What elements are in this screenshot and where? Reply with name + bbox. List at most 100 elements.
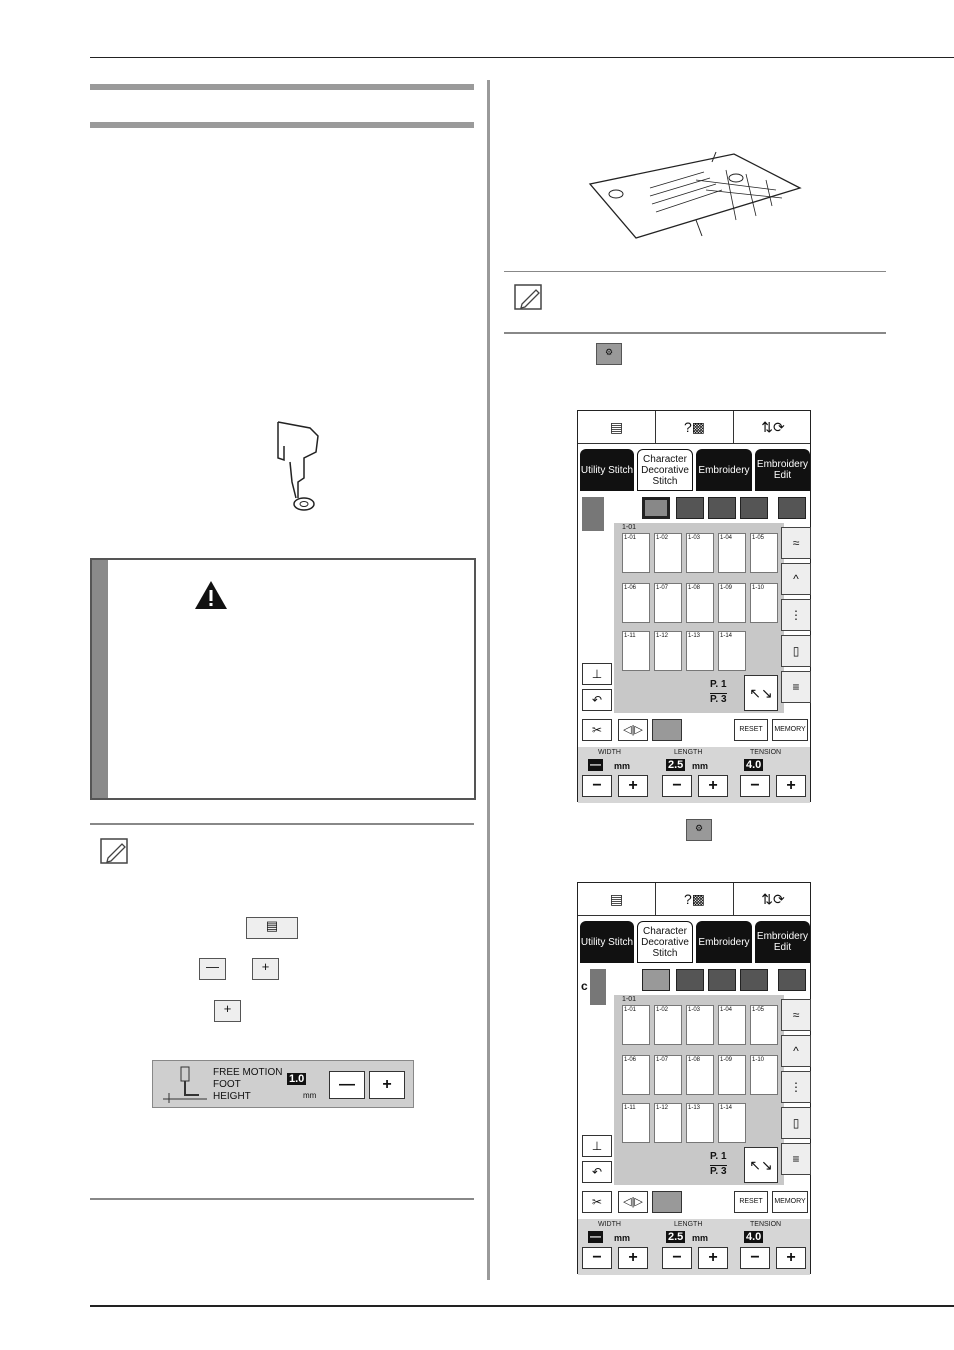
lock-icon[interactable] xyxy=(676,497,704,519)
side-stitch-button[interactable]: ≡ xyxy=(781,671,811,703)
mirror-button[interactable]: ◁|▷ xyxy=(618,1191,648,1213)
settings-icon[interactable] xyxy=(778,497,806,519)
side-stitch-button[interactable]: ▯ xyxy=(781,635,811,667)
page-icon[interactable]: ▤ xyxy=(246,917,298,939)
stitch-button[interactable]: 1-01 xyxy=(622,1005,650,1045)
free-motion-value: 1.0 xyxy=(287,1073,307,1085)
stitch-button[interactable]: 1-09 xyxy=(718,1055,746,1095)
presser-foot-icon[interactable]: ⚙ xyxy=(596,343,622,365)
plus-icon[interactable]: + xyxy=(214,1000,241,1022)
width-plus-button[interactable]: + xyxy=(618,775,648,797)
page-arrow-button[interactable]: ↖↘ xyxy=(744,675,778,711)
scissors-icon[interactable]: ✂ xyxy=(582,1191,612,1213)
lock-icon[interactable] xyxy=(676,969,704,991)
needle-position-button[interactable]: ⊥ xyxy=(582,663,612,685)
reset-button[interactable]: RESET xyxy=(734,1191,768,1213)
minus-icon[interactable]: — xyxy=(199,958,226,980)
stitch-button[interactable]: 1-14 xyxy=(718,631,746,671)
twin-needle-button[interactable] xyxy=(652,719,682,741)
bobbin-icon[interactable] xyxy=(740,497,768,519)
side-stitch-button[interactable]: ⋮ xyxy=(781,1071,811,1103)
side-stitch-button[interactable]: ≈ xyxy=(781,999,811,1031)
tab-utility-stitch[interactable]: Utility Stitch xyxy=(580,921,634,963)
stitch-button[interactable]: 1-11 xyxy=(622,631,650,671)
memory-button[interactable]: MEMORY xyxy=(772,1191,808,1213)
tab-embroidery[interactable]: Embroidery xyxy=(696,921,752,963)
needle-position-button[interactable]: ⊥ xyxy=(582,1135,612,1157)
presser-foot-icon[interactable]: ⚙ xyxy=(686,819,712,841)
stitch-button[interactable]: 1-02 xyxy=(654,533,682,573)
presser-foot-icon[interactable] xyxy=(642,497,670,519)
tab-embroidery-edit[interactable]: Embroidery Edit xyxy=(755,921,810,963)
reverse-button[interactable]: ↶ xyxy=(582,689,612,711)
tab-utility-stitch[interactable]: Utility Stitch xyxy=(580,449,634,491)
width-minus-button[interactable]: − xyxy=(582,775,612,797)
memory-button[interactable]: MEMORY xyxy=(772,719,808,741)
help-icon[interactable]: ?▩ xyxy=(656,883,734,915)
side-stitch-button[interactable]: ⋮ xyxy=(781,599,811,631)
stitch-button[interactable]: 1-05 xyxy=(750,533,778,573)
needle-icon[interactable] xyxy=(708,497,736,519)
side-stitch-button[interactable]: ^ xyxy=(781,1035,811,1067)
stitch-button[interactable]: 1-06 xyxy=(622,583,650,623)
tab-embroidery-edit[interactable]: Embroidery Edit xyxy=(755,449,810,491)
stitch-button[interactable]: 1-13 xyxy=(686,631,714,671)
reset-button[interactable]: RESET xyxy=(734,719,768,741)
side-stitch-button[interactable]: ▯ xyxy=(781,1107,811,1139)
stitch-button[interactable]: 1-07 xyxy=(654,583,682,623)
page-icon[interactable]: ▤ xyxy=(578,411,656,443)
stitch-button[interactable]: 1-09 xyxy=(718,583,746,623)
stitch-button[interactable]: 1-03 xyxy=(686,1005,714,1045)
tab-character-decorative[interactable]: Character Decorative Stitch xyxy=(637,921,693,963)
mirror-button[interactable]: ◁|▷ xyxy=(618,719,648,741)
tension-plus-button[interactable]: + xyxy=(776,775,806,797)
stitch-button[interactable]: 1-11 xyxy=(622,1103,650,1143)
stitch-button[interactable]: 1-08 xyxy=(686,583,714,623)
height-minus-button[interactable]: — xyxy=(329,1071,365,1099)
tension-minus-button[interactable]: − xyxy=(740,1247,770,1269)
section-heading-top-bar xyxy=(90,84,474,90)
side-stitch-button[interactable]: ≈ xyxy=(781,527,811,559)
stitch-button[interactable]: 1-06 xyxy=(622,1055,650,1095)
reverse-button[interactable]: ↶ xyxy=(582,1161,612,1183)
width-plus-button[interactable]: + xyxy=(618,1247,648,1269)
stitch-button[interactable]: 1-10 xyxy=(750,583,778,623)
tension-minus-button[interactable]: − xyxy=(740,775,770,797)
length-plus-button[interactable]: + xyxy=(698,1247,728,1269)
side-stitch-button[interactable]: ^ xyxy=(781,563,811,595)
stitch-button[interactable]: 1-05 xyxy=(750,1005,778,1045)
stitch-button[interactable]: 1-12 xyxy=(654,631,682,671)
help-icon[interactable]: ?▩ xyxy=(656,411,734,443)
stitch-button[interactable]: 1-13 xyxy=(686,1103,714,1143)
stitch-button[interactable]: 1-02 xyxy=(654,1005,682,1045)
twin-needle-button[interactable] xyxy=(652,1191,682,1213)
thread-icon[interactable]: ⇅⟳ xyxy=(761,419,785,435)
bobbin-icon[interactable] xyxy=(740,969,768,991)
height-plus-button[interactable]: + xyxy=(369,1071,405,1099)
tab-embroidery[interactable]: Embroidery xyxy=(696,449,752,491)
width-minus-button[interactable]: − xyxy=(582,1247,612,1269)
stitch-button[interactable]: 1-14 xyxy=(718,1103,746,1143)
stitch-button[interactable]: 1-01 xyxy=(622,533,650,573)
presser-foot-icon[interactable] xyxy=(642,969,670,991)
settings-icon[interactable] xyxy=(778,969,806,991)
stitch-button[interactable]: 1-04 xyxy=(718,533,746,573)
page-icon[interactable]: ▤ xyxy=(578,883,656,915)
plus-icon[interactable]: + xyxy=(252,958,279,980)
tension-plus-button[interactable]: + xyxy=(776,1247,806,1269)
length-plus-button[interactable]: + xyxy=(698,775,728,797)
length-minus-button[interactable]: − xyxy=(662,775,692,797)
stitch-button[interactable]: 1-07 xyxy=(654,1055,682,1095)
side-stitch-button[interactable]: ≡ xyxy=(781,1143,811,1175)
thread-icon[interactable]: ⇅⟳ xyxy=(761,891,785,907)
tab-character-decorative[interactable]: Character Decorative Stitch xyxy=(637,449,693,491)
scissors-icon[interactable]: ✂ xyxy=(582,719,612,741)
page-arrow-button[interactable]: ↖↘ xyxy=(744,1147,778,1183)
needle-icon[interactable] xyxy=(708,969,736,991)
stitch-button[interactable]: 1-03 xyxy=(686,533,714,573)
stitch-button[interactable]: 1-10 xyxy=(750,1055,778,1095)
stitch-button[interactable]: 1-08 xyxy=(686,1055,714,1095)
length-minus-button[interactable]: − xyxy=(662,1247,692,1269)
stitch-button[interactable]: 1-12 xyxy=(654,1103,682,1143)
stitch-button[interactable]: 1-04 xyxy=(718,1005,746,1045)
